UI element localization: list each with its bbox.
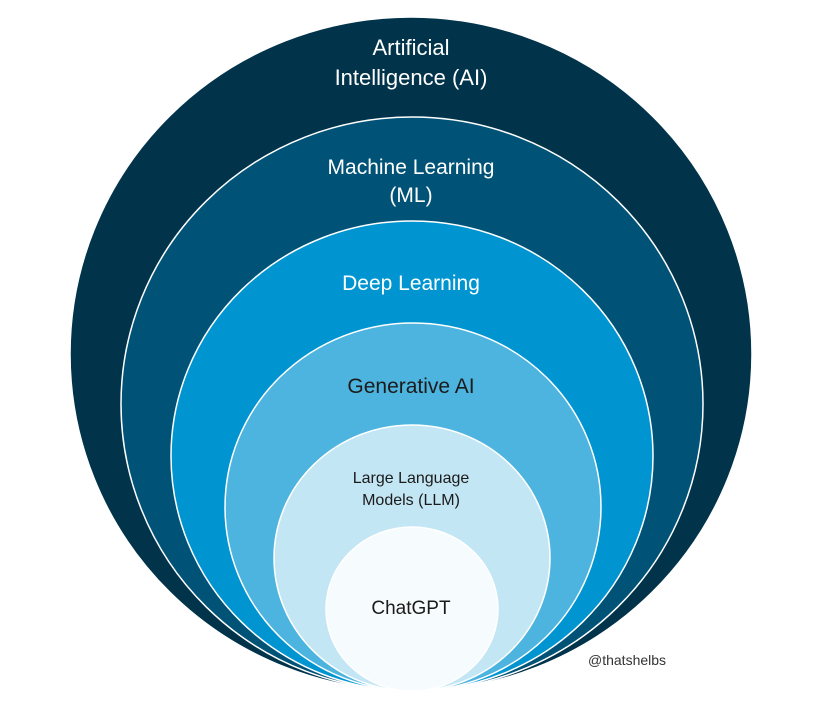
label-llm: Large Language Models (LLM) bbox=[0, 468, 822, 511]
label-llm-line1: Large Language bbox=[352, 470, 470, 487]
label-dl-line1: Deep Learning bbox=[342, 272, 480, 295]
label-ai-line2: Intelligence (AI) bbox=[334, 64, 488, 90]
label-ml-line1: Machine Learning bbox=[327, 156, 495, 179]
label-genai-line1: Generative AI bbox=[347, 375, 475, 398]
label-llm-line2: Models (LLM) bbox=[362, 491, 460, 509]
circle-chatgpt bbox=[325, 526, 499, 692]
watermark: @thatshelbs bbox=[588, 652, 667, 668]
label-chatgpt-line1: ChatGPT bbox=[371, 598, 451, 619]
label-ai: Artificial Intelligence (AI) bbox=[0, 33, 822, 92]
label-ai-line1: Artificial bbox=[372, 35, 450, 60]
label-ml: Machine Learning (ML) bbox=[0, 154, 822, 211]
label-ml-line2: (ML) bbox=[389, 184, 433, 208]
label-chatgpt: ChatGPT bbox=[0, 596, 822, 622]
label-generative-ai: Generative AI bbox=[0, 373, 822, 401]
label-deep-learning: Deep Learning bbox=[0, 270, 822, 298]
